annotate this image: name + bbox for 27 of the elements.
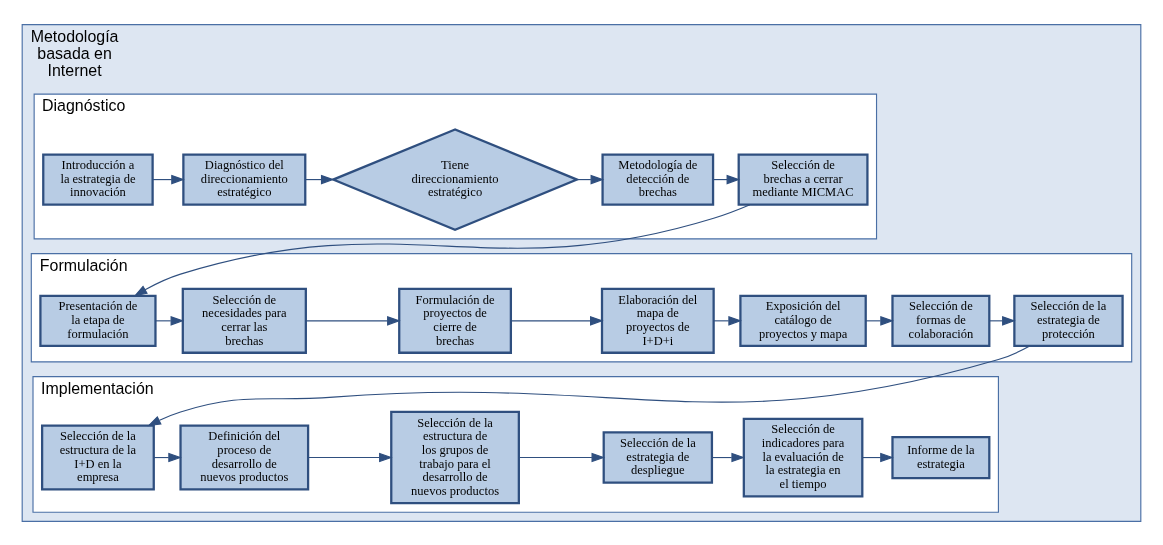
node-box: Selección de brechas a cerrar mediante MICMAC (737, 152, 869, 206)
node-box: Diagnóstico del direccionamiento estratégico (182, 152, 307, 206)
arrow (147, 344, 1031, 426)
arrow (861, 452, 894, 462)
node-box: Selección de la estructura de la I+D en la empresa (41, 424, 155, 491)
node-box: Selección de la estructura de los grupos de trabajo para el desarrollo de nuevos productos (390, 410, 520, 504)
node-box: Formulación de proyectos de cierre de brechas (398, 287, 512, 354)
node-box: Metodología de detección de brechas (601, 152, 715, 206)
arrow (510, 315, 604, 326)
node-box: Elaboración del mapa de proyectos de I+D+i (600, 287, 715, 354)
node-diamond: Tiene direccionamiento estratégico (330, 127, 580, 231)
node-box: Exposición del catálogo de proyectos y mapa (739, 294, 867, 347)
node-box: Selección de la estrategia de protección (1013, 294, 1124, 347)
node-box: Selección de necesidades para cerrar las brechas (181, 287, 307, 354)
node-box: Informe de la estrategia (891, 435, 991, 479)
node-box: Selección de la estrategia de despliegue (602, 430, 714, 484)
arrow (152, 174, 185, 184)
arrow (711, 452, 746, 462)
node-box: Definición del proceso de desarrollo de nuevos productos (179, 424, 310, 491)
arrow (305, 315, 401, 326)
arrow (133, 203, 751, 296)
arrow (308, 452, 393, 462)
node-box: Selección de indicadores para la evaluación de la estrategia en el tiempo (742, 417, 864, 497)
arrow (518, 452, 606, 462)
node-box: Presentación de la etapa de formulación (39, 294, 157, 347)
node-box: Selección de formas de colaboración (891, 294, 991, 347)
node-box: Introducción a la estrategia de innovación (42, 152, 154, 206)
